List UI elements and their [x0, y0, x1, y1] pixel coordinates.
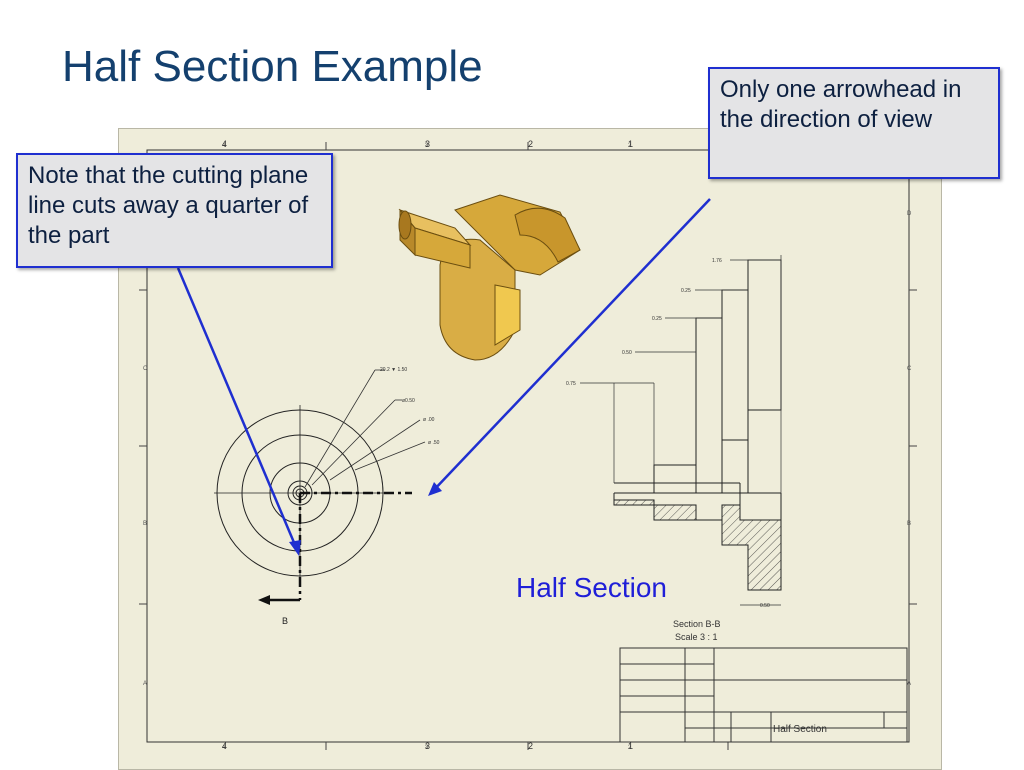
svg-text:2: 2: [628, 745, 632, 751]
zone-number: 3: [425, 139, 430, 149]
svg-text:0.75: 0.75: [566, 381, 576, 387]
cutting-plane-pointer: [176, 267, 300, 553]
svg-text:A: A: [143, 681, 147, 687]
titleblock-name: Half Section: [773, 724, 827, 735]
view-arrowhead: [258, 595, 270, 605]
svg-text:0.25: 0.25: [681, 288, 691, 294]
svg-text:2: 2: [628, 143, 632, 149]
cutting-plane-line: [270, 491, 412, 602]
svg-text:3: 3: [425, 745, 429, 751]
cutting-plane-pointer-head: [289, 540, 301, 556]
svg-text:B: B: [143, 521, 147, 527]
zone-number: 2: [528, 741, 533, 751]
svg-text:4: 4: [222, 745, 226, 751]
zone-number: 4: [222, 139, 227, 149]
cutting-plane-callout: Note that the cutting plane line cuts aw…: [16, 153, 333, 268]
svg-text:3: 3: [425, 143, 429, 149]
svg-text:D: D: [907, 211, 912, 217]
zone-number: 2: [528, 139, 533, 149]
svg-text:ø0.50: ø0.50: [402, 398, 415, 404]
arrowhead-pointer: [431, 198, 711, 493]
svg-text:C: C: [907, 366, 912, 372]
isometric-part: [398, 194, 581, 361]
zone-number: 3: [425, 741, 430, 751]
zone-number: 1: [628, 139, 633, 149]
svg-text:0.50: 0.50: [760, 603, 770, 609]
svg-text:B: B: [907, 521, 911, 527]
arrowhead-pointer-head: [428, 482, 442, 496]
zone-number: 1: [628, 741, 633, 751]
svg-text:ø .00: ø .00: [423, 417, 435, 423]
svg-text:1.76: 1.76: [712, 258, 722, 264]
title-block: [619, 647, 908, 743]
dimension-values: 1.76 0.25 0.25 0.50 0.75 0.50: [566, 258, 770, 609]
section-hatching: [613, 499, 782, 591]
zone-letters: 4 3 2 4 3 2 C B A D C B A: [143, 143, 912, 751]
svg-text:A: A: [907, 681, 911, 687]
arrowhead-callout: Only one arrowhead in the direction of v…: [708, 67, 1000, 179]
svg-text:20.2 ▼ 1.50: 20.2 ▼ 1.50: [380, 367, 407, 373]
svg-text:C: C: [143, 366, 148, 372]
svg-text:0.25: 0.25: [652, 316, 662, 322]
section-caption: Section B-B: [673, 619, 721, 629]
section-dimensions: [580, 255, 782, 606]
cutting-plane-letter: B: [282, 616, 289, 626]
zone-number: 4: [222, 741, 227, 751]
leader-lines: [304, 369, 426, 488]
slide-title: Half Section Example: [62, 42, 483, 91]
svg-text:4: 4: [222, 143, 226, 149]
leader-notes: 20.2 ▼ 1.50 ø0.50 ø .00 ø .50: [380, 367, 440, 446]
scale-caption: Scale 3 : 1: [675, 632, 718, 642]
svg-text:ø .50: ø .50: [428, 440, 440, 446]
svg-text:0.50: 0.50: [622, 350, 632, 356]
half-section-label: Half Section: [516, 572, 667, 603]
